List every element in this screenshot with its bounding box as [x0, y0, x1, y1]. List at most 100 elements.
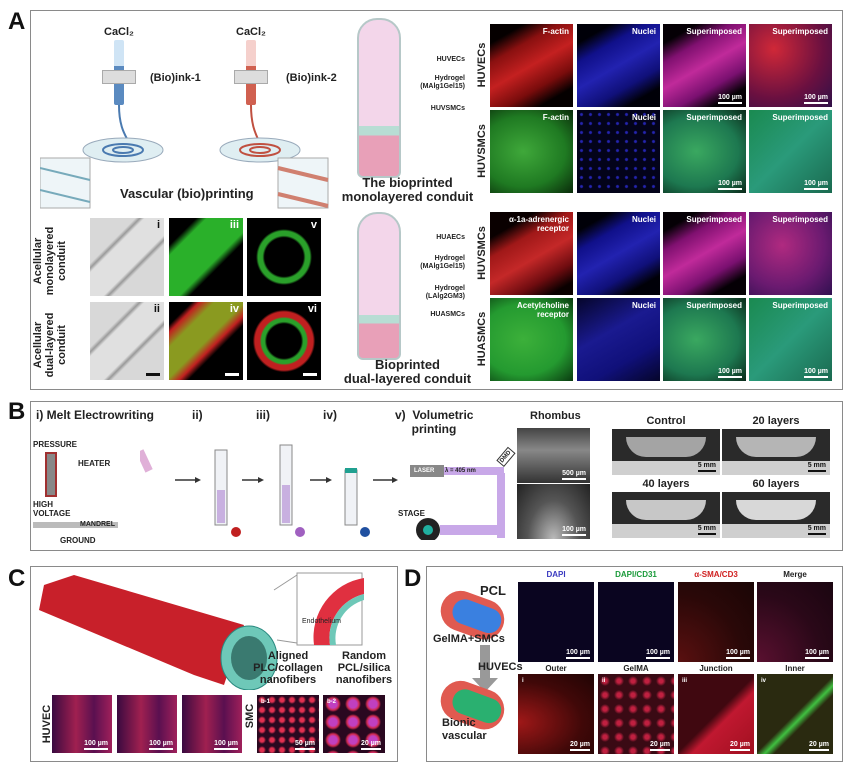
- step-label: iv): [323, 408, 338, 422]
- stain-label: Acetylcholine receptor: [516, 301, 569, 319]
- scale-bar: [225, 373, 239, 376]
- stain-label: Superimposed: [772, 301, 828, 310]
- pcl-label: PCL: [480, 583, 506, 598]
- step-label: ii): [192, 408, 203, 422]
- bioink-2-label: (Bio)ink-2: [286, 72, 337, 84]
- acellular-micrograph: v: [247, 218, 321, 296]
- layer-title: 20 layers: [752, 415, 800, 427]
- printhead-left-icon: [102, 70, 136, 84]
- scale-bar-label: 100 µm: [804, 180, 828, 190]
- stain-label: Nuclei: [631, 27, 656, 36]
- scale-bar-label: 20 µm: [570, 741, 590, 751]
- stain-label: α-1a-adrenergic receptor: [508, 215, 569, 233]
- panel-tag: i: [522, 678, 524, 684]
- dual-layer-label: Hydrogel (LAlg2GM3): [425, 285, 465, 300]
- monolayered-conduit-illustration: [357, 18, 401, 178]
- acellular-micrograph: ii: [90, 302, 164, 380]
- stain-label: Superimposed: [686, 301, 742, 310]
- image-title: GelMA: [623, 664, 649, 673]
- gelma-smcs-label: GelMA+SMCs: [433, 633, 505, 645]
- mono-layer-label: HUVECs: [436, 56, 465, 63]
- panel-d-frame: [426, 566, 843, 762]
- nanofiber-tube-illustration: [39, 572, 364, 690]
- layer-title: 60 layers: [752, 478, 800, 490]
- scaffold-shape: [736, 437, 816, 457]
- panel-tag: b-1: [261, 699, 270, 705]
- aligned-nanofibers-label: Aligned PLC/collagen nanofibers: [253, 650, 323, 686]
- rhombus-title: Rhombus: [530, 410, 581, 422]
- panel-c-frame: [30, 566, 398, 762]
- mono-layer-label: Hydrogel (MAlg1Gel15): [420, 75, 465, 90]
- image-title: Inner: [785, 664, 805, 673]
- acellular-micrograph: iii: [169, 218, 243, 296]
- staining-micrograph: Nuclei: [577, 24, 660, 107]
- vascular-printing-title: Vascular (bio)printing: [120, 186, 254, 201]
- panel-label-a: A: [8, 8, 26, 35]
- huvec-micrograph: 100 µm: [52, 695, 112, 753]
- panel-b-frame: [30, 401, 843, 551]
- smc-micrograph: b-2 20 µm: [323, 695, 385, 753]
- scale-bar-label: 20 µm: [809, 741, 829, 751]
- panel-tag: iv: [229, 303, 239, 315]
- bionic-vascular-label: Bionic vascular: [442, 717, 487, 742]
- scale-bar-label: 100 µm: [718, 94, 742, 104]
- scale-bar-label: 20 µm: [361, 740, 381, 750]
- dual-layered-conduit-illustration: [357, 212, 401, 360]
- scale-bar-label: 100 µm: [562, 526, 586, 536]
- pressure-label: PRESSURE: [33, 440, 78, 449]
- smc-row-label: SMC: [244, 703, 256, 729]
- image-title: Outer: [545, 664, 567, 673]
- d-top-micrograph: 100 µm: [518, 582, 594, 662]
- d-top-micrograph: 100 µm: [598, 582, 674, 662]
- scale-bar-label: 20 µm: [650, 741, 670, 751]
- panel-tag: b-2: [327, 699, 336, 705]
- step-label: v) Volumetric printing: [395, 408, 474, 436]
- huvec-micrograph: 100 µm: [182, 695, 242, 753]
- d-bottom-micrograph: i 20 µm: [518, 674, 594, 754]
- staining-micrograph: Acetylcholine receptor: [490, 298, 573, 381]
- panel-tag: iii: [229, 219, 239, 231]
- dual-layer-label: HUAECs: [436, 234, 465, 241]
- acellular-micrograph: iv: [169, 302, 243, 380]
- stain-label: Superimposed: [686, 113, 742, 122]
- heater-label: HEATER: [78, 459, 111, 468]
- stain-label: Nuclei: [631, 215, 656, 224]
- huvec-micrograph: 100 µm: [117, 695, 177, 753]
- mono-conduit-title: The bioprinted monolayered conduit: [341, 175, 474, 204]
- scale-bar-label: 5 mm: [697, 525, 716, 535]
- panel-tag: ii: [153, 303, 160, 315]
- panel-label-d: D: [404, 565, 422, 592]
- rhombus-sem-zoom-image: 100 µm: [517, 484, 590, 539]
- laser-label: LASER: [414, 468, 435, 474]
- scaffold-shape: [626, 500, 706, 520]
- image-title: α-SMA/CD3: [694, 570, 738, 579]
- step-label: i) Melt Electrowriting: [36, 408, 155, 422]
- layer-title: 40 layers: [642, 478, 690, 490]
- bionic-vascular-illustration: [440, 590, 505, 730]
- layer-title: Control: [646, 415, 686, 427]
- staining-micrograph: α-1a-adrenergic receptor: [490, 212, 573, 295]
- layer-scaffold-photo: 5 mm: [612, 492, 720, 538]
- stain-label: Nuclei: [631, 301, 656, 310]
- ground-label: GROUND: [60, 536, 96, 545]
- stain-label: Superimposed: [686, 27, 742, 36]
- staining-row-label: HUVECs: [476, 42, 488, 88]
- scaffold-shape: [626, 437, 706, 457]
- staining-micrograph: Nuclei: [577, 212, 660, 295]
- d-top-micrograph: 100 µm: [757, 582, 833, 662]
- staining-micrograph: F-actin: [490, 24, 573, 107]
- d-top-micrograph: 100 µm: [678, 582, 754, 662]
- scale-bar: [146, 373, 160, 376]
- scale-bar-label: 100 µm: [804, 94, 828, 104]
- staining-micrograph: Superimposed: [663, 212, 746, 295]
- panel-a-frame: [30, 10, 843, 390]
- scale-bar-label: 100 µm: [718, 368, 742, 378]
- scaffold-shape: [736, 500, 816, 520]
- panel-label-c: C: [8, 565, 26, 592]
